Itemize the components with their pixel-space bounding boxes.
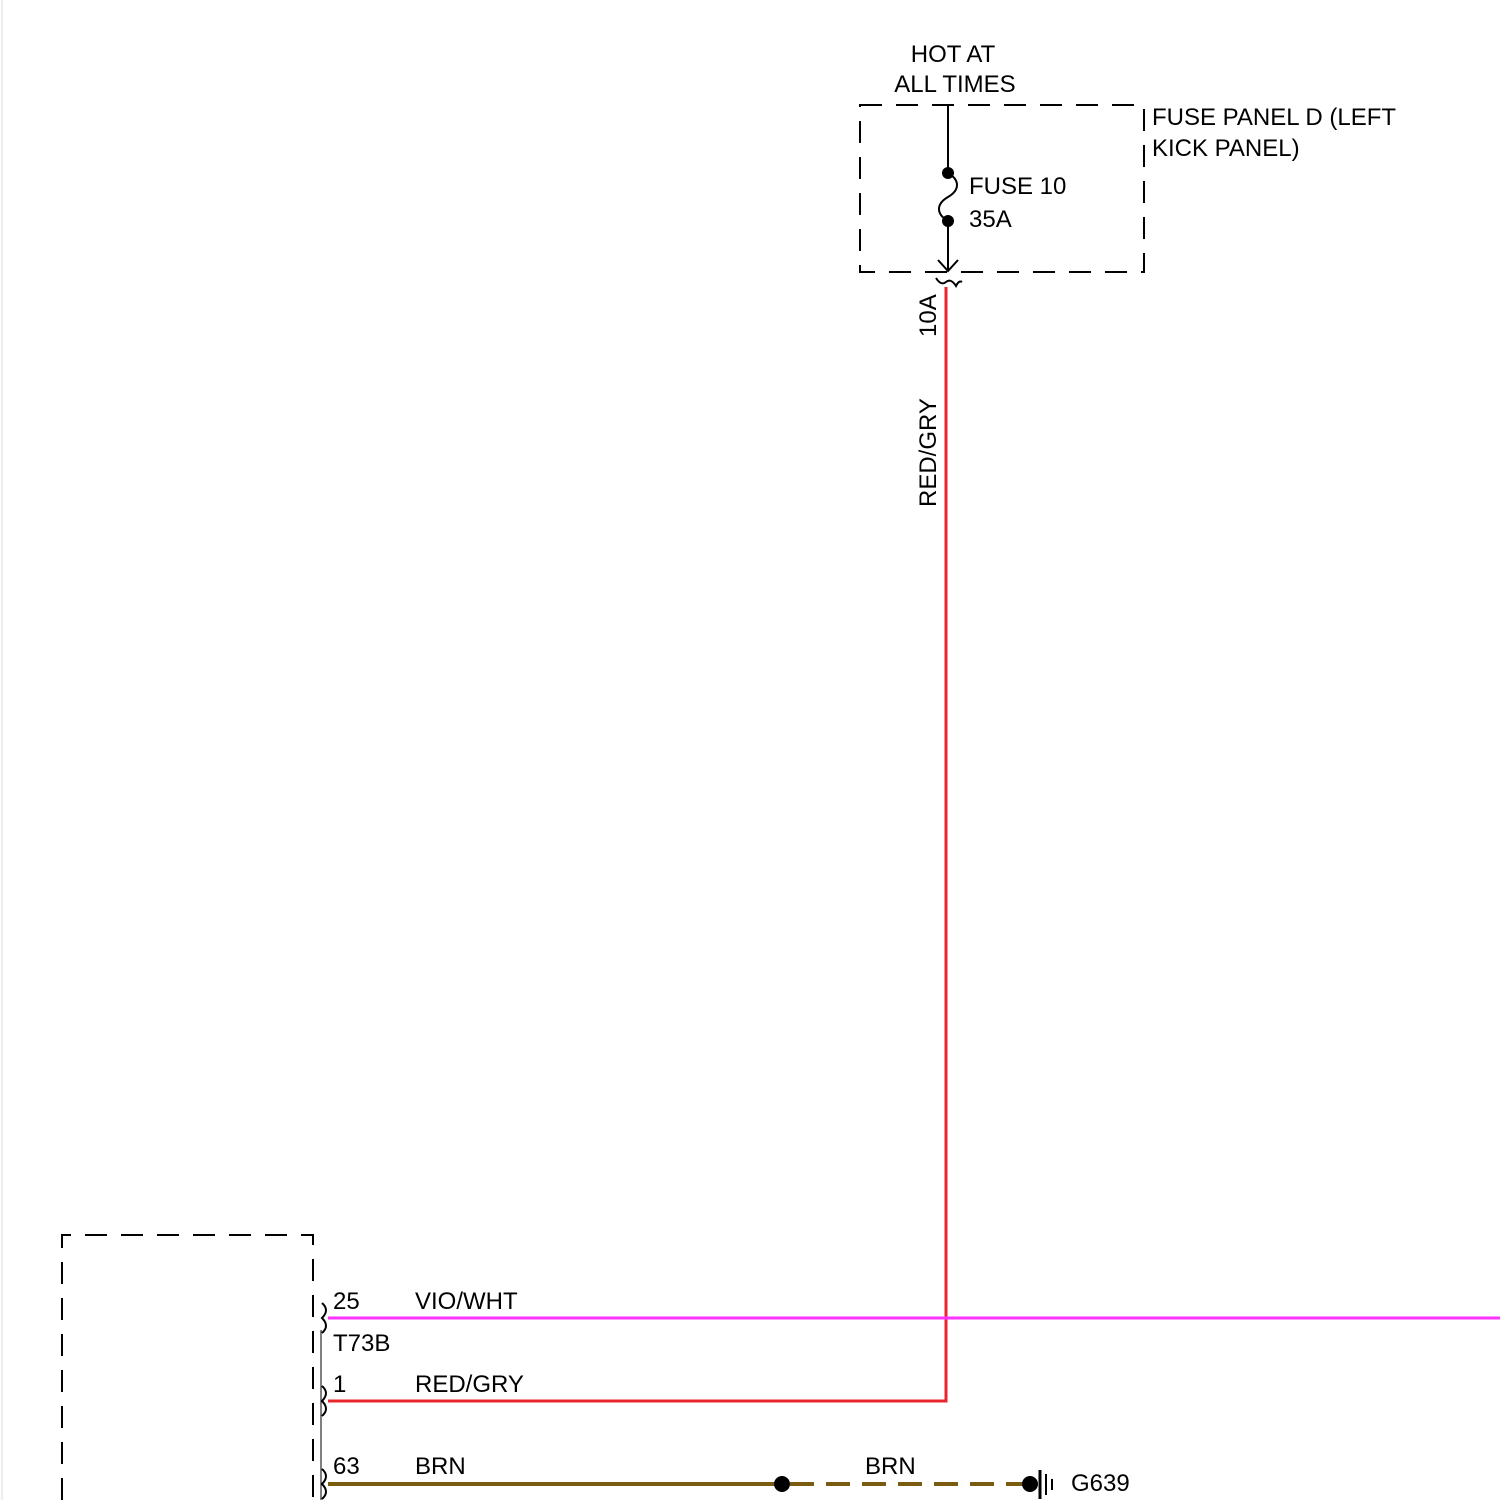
wire-red-gry-feed — [328, 287, 946, 1401]
pin-1-wire-color: RED/GRY — [415, 1371, 524, 1398]
pin-63-wire-color: BRN — [415, 1453, 466, 1480]
fuse-rating: 35A — [969, 206, 1012, 233]
ground-icon — [1040, 1470, 1052, 1499]
ground-connection-dot — [1022, 1476, 1038, 1492]
feed-wire-label: RED/GRY — [915, 398, 942, 507]
pin-63-number: 63 — [333, 1453, 360, 1480]
fuse-name: FUSE 10 — [969, 173, 1066, 200]
pin-25-wire-color: VIO/WHT — [415, 1288, 518, 1315]
module-connector-name: T73B — [333, 1330, 390, 1357]
ground-name: G639 — [1071, 1470, 1130, 1497]
pin-25-number: 25 — [333, 1288, 360, 1315]
pin-63-connector-icon — [322, 1469, 326, 1499]
fuse-panel-label-line1: FUSE PANEL D (LEFT — [1152, 104, 1396, 131]
splice-dot — [774, 1476, 790, 1492]
pin-1-connector-icon — [322, 1386, 326, 1416]
hot-at-label-line1: HOT AT — [911, 41, 996, 68]
fuse-panel-pin-label: 10A — [915, 294, 942, 337]
fuse-icon — [938, 105, 958, 271]
fuse-panel-label-line2: KICK PANEL) — [1152, 135, 1300, 162]
module-box — [62, 1235, 313, 1500]
hot-at-label-line2: ALL TIMES — [894, 71, 1015, 98]
pin-1-number: 1 — [333, 1371, 346, 1398]
fuse-panel-connector-icon — [936, 278, 962, 286]
ground-wire-label: BRN — [865, 1453, 916, 1480]
pin-25-connector-icon — [322, 1303, 326, 1333]
